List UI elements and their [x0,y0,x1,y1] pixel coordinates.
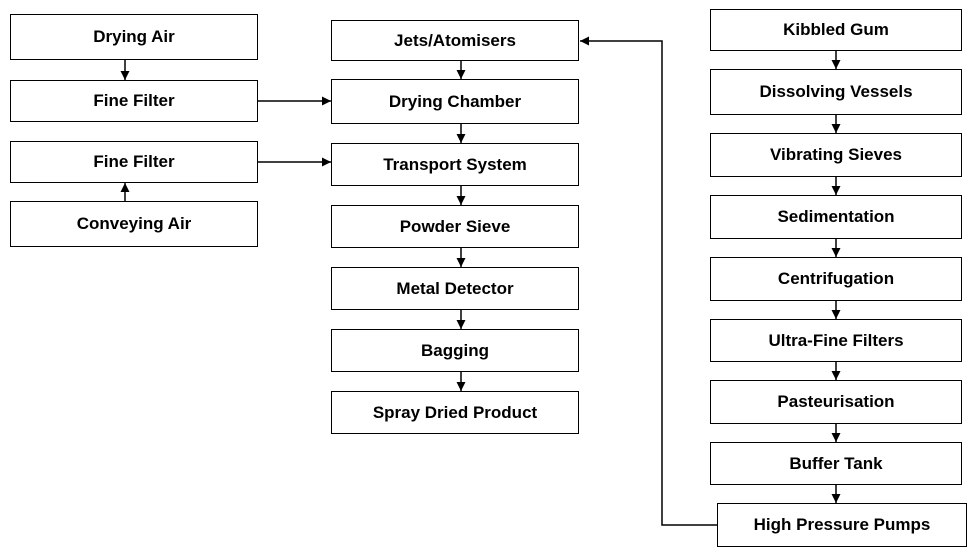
box-transport-system: Transport System [331,143,579,186]
label-centrifugation: Centrifugation [777,269,895,288]
box-high-pressure-pumps: High Pressure Pumps [717,503,967,547]
label-dissolving-vessels: Dissolving Vessels [759,82,913,101]
box-buffer-tank: Buffer Tank [710,442,962,485]
box-bagging: Bagging [331,329,579,372]
label-fine-filter-2: Fine Filter [93,152,175,171]
box-metal-detector: Metal Detector [331,267,579,310]
label-transport-system: Transport System [383,154,527,174]
box-drying-air: Drying Air [10,14,258,60]
label-jets-atomisers: Jets/Atomisers [394,30,516,50]
box-spray-dried-product: Spray Dried Product [331,391,579,434]
label-sedimentation: Sedimentation [777,207,895,226]
label-metal-detector: Metal Detector [396,278,514,298]
label-kibbled-gum: Kibbled Gum [783,20,889,39]
label-spray-dried-product: Spray Dried Product [372,402,538,422]
box-pasteurisation: Pasteurisation [710,380,962,424]
label-drying-chamber: Drying Chamber [388,91,522,111]
label-high-pressure-pumps: High Pressure Pumps [753,515,931,534]
label-fine-filter-1: Fine Filter [93,91,175,110]
label-vibrating-sieves: Vibrating Sieves [770,145,902,164]
label-ultra-fine-filters: Ultra-Fine Filters [768,330,904,350]
box-centrifugation: Centrifugation [710,257,962,301]
label-conveying-air: Conveying Air [76,214,192,233]
box-sedimentation: Sedimentation [710,195,962,239]
box-conveying-air: Conveying Air [10,201,258,247]
box-dissolving-vessels: Dissolving Vessels [710,69,962,115]
box-drying-chamber: Drying Chamber [331,79,579,124]
box-fine-filter-1: Fine Filter [10,80,258,122]
label-bagging: Bagging [421,340,489,360]
box-kibbled-gum: Kibbled Gum [710,9,962,51]
label-drying-air: Drying Air [93,27,175,46]
arrow-hp-pumps-to-jets [580,36,717,526]
label-powder-sieve: Powder Sieve [399,216,511,236]
box-vibrating-sieves: Vibrating Sieves [710,133,962,177]
box-powder-sieve: Powder Sieve [331,205,579,248]
label-pasteurisation: Pasteurisation [777,392,895,411]
box-fine-filter-2: Fine Filter [10,141,258,183]
label-buffer-tank: Buffer Tank [789,453,883,473]
box-jets-atomisers: Jets/Atomisers [331,20,579,61]
box-ultra-fine-filters: Ultra-Fine Filters [710,319,962,362]
